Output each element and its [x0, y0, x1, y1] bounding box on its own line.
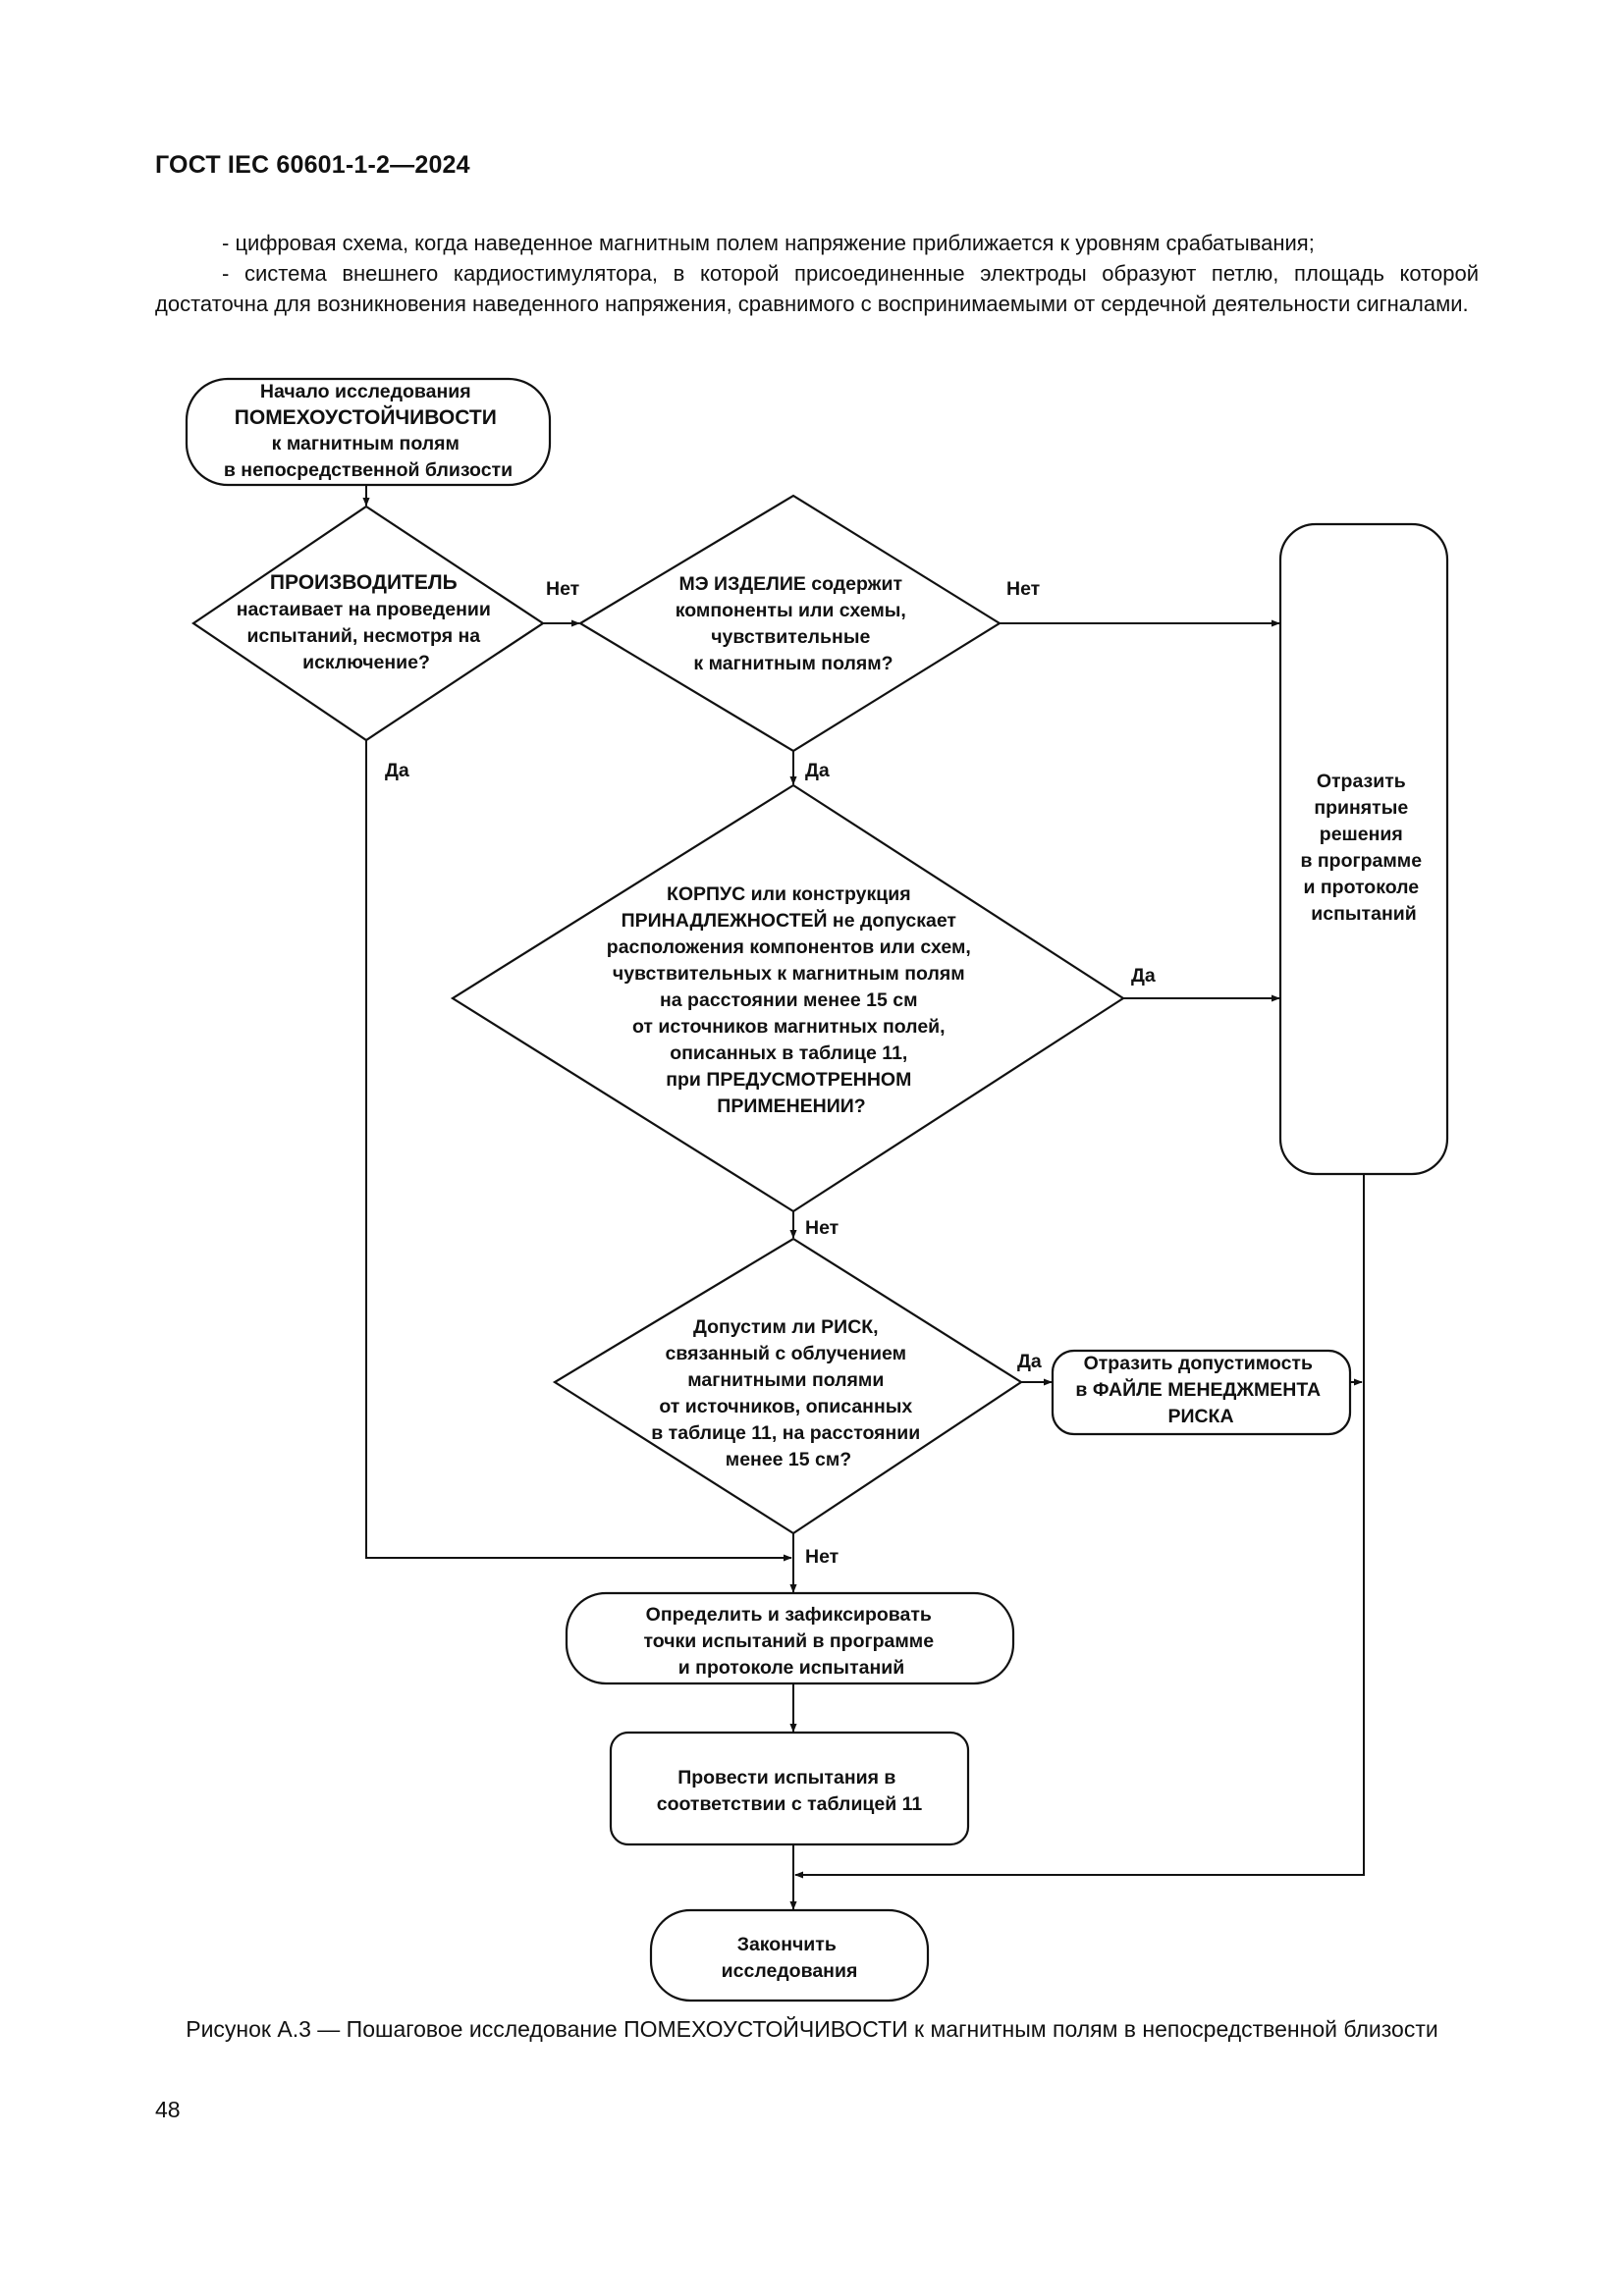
d2-line: чувствительные	[711, 626, 870, 648]
figure-caption: Рисунок А.3 — Пошаговое исследование ПОМ…	[186, 2016, 1438, 2042]
d4-line: менее 15 см?	[726, 1449, 851, 1470]
end-text: Закончить исследования	[722, 1934, 858, 1982]
define-line: точки испытаний в программе	[643, 1630, 934, 1652]
decision-me-equipment	[577, 494, 1002, 753]
start-text: Начало исследования ПОМЕХОУСТОЙЧИВОСТИ к…	[224, 381, 513, 481]
decision-manufacturer-text: ПРОИЗВОДИТЕЛЬ настаивает на проведении и…	[237, 571, 497, 673]
reflect-line: в программе	[1300, 850, 1422, 872]
d3-line: на расстоянии менее 15 см	[660, 989, 918, 1011]
perform-tests-box	[609, 1731, 970, 1846]
risk-line: РИСКА	[1167, 1406, 1233, 1427]
intro-paragraph-2: - система внешнего кардиостимулятора, в …	[155, 261, 1479, 316]
start-terminal	[185, 377, 552, 487]
end-line: Закончить	[737, 1934, 837, 1955]
d1-line: исключение?	[302, 652, 430, 673]
d3-line: КОРПУС или конструкция	[667, 883, 911, 905]
label-d4-yes: Да	[1017, 1351, 1042, 1372]
reflect-line: и протоколе	[1303, 877, 1419, 898]
reflect-line: решения	[1320, 824, 1403, 845]
d3-line: ПРИНАДЛЕЖНОСТЕЙ не допускает	[622, 908, 956, 932]
start-line: к магнитным полям	[272, 433, 460, 454]
d4-line: от источников, описанных	[659, 1396, 912, 1417]
reflect-line: испытаний	[1311, 903, 1416, 925]
d3-line: описанных в таблице 11,	[670, 1042, 907, 1064]
d2-line: МЭ ИЗДЕЛИЕ содержит	[679, 573, 903, 595]
reflect-decisions-box	[1278, 522, 1449, 1176]
decision-enclosure-text: КОРПУС или конструкция ПРИНАДЛЕЖНОСТЕЙ н…	[607, 883, 976, 1117]
test-line: соответствии с таблицей 11	[657, 1793, 923, 1815]
end-line: исследования	[722, 1960, 858, 1982]
d1-line: испытаний, несмотря на	[246, 625, 480, 647]
reflect-line: Отразить	[1317, 771, 1406, 792]
d4-line: связанный с облучением	[666, 1343, 907, 1364]
decision-me-equipment-text: МЭ ИЗДЕЛИЕ содержит компоненты или схемы…	[676, 573, 912, 674]
start-line: в непосредственной близости	[224, 459, 513, 481]
document-header: ГОСТ IEC 60601-1-2—2024	[155, 151, 470, 179]
d4-line: в таблице 11, на расстоянии	[651, 1422, 920, 1444]
risk-line: Отразить допустимость	[1084, 1353, 1313, 1374]
decision-risk-text: Допустим ли РИСК, связанный с облучением…	[651, 1316, 925, 1470]
perform-tests-text: Провести испытания в соответствии с табл…	[657, 1767, 923, 1815]
d4-line: Допустим ли РИСК,	[693, 1316, 879, 1338]
end-terminal	[649, 1908, 930, 2002]
reflect-decisions-text: Отразить принятые решения в программе и …	[1300, 771, 1427, 925]
reflect-line: принятые	[1314, 797, 1408, 819]
label-d2-no: Нет	[1006, 578, 1040, 600]
label-d1-yes: Да	[385, 760, 409, 781]
d1-line: ПРОИЗВОДИТЕЛЬ	[270, 571, 458, 594]
d1-line: настаивает на проведении	[237, 599, 491, 620]
label-d1-no: Нет	[546, 578, 579, 600]
d3-line: чувствительных к магнитным полям	[613, 963, 965, 985]
risk-line: в ФАЙЛЕ МЕНЕДЖМЕНТА	[1075, 1377, 1321, 1401]
page-number: 48	[155, 2097, 181, 2122]
d2-line: компоненты или схемы,	[676, 600, 906, 621]
d3-line: от источников магнитных полей,	[632, 1016, 946, 1038]
label-d2-yes: Да	[805, 760, 830, 781]
intro-paragraph-1: - цифровая схема, когда наведенное магни…	[222, 231, 1315, 255]
edge-reflect-end	[794, 1174, 1365, 1879]
edge-d1-yes-define	[365, 740, 792, 1562]
label-d4-no: Нет	[805, 1546, 839, 1568]
d3-line: при ПРЕДУСМОТРЕННОМ	[666, 1069, 911, 1091]
define-line: и протоколе испытаний	[678, 1657, 904, 1679]
d2-line: к магнитным полям?	[693, 653, 893, 674]
define-line: Определить и зафиксировать	[646, 1604, 932, 1626]
d3-line: ПРИМЕНЕНИИ?	[717, 1095, 865, 1117]
d3-line: расположения компонентов или схем,	[607, 936, 971, 958]
define-test-points-terminal	[565, 1591, 1015, 1685]
start-line: Начало исследования	[260, 381, 471, 402]
define-test-points-text: Определить и зафиксировать точки испытан…	[643, 1604, 939, 1679]
risk-file-text: Отразить допустимость в ФАЙЛЕ МЕНЕДЖМЕНТ…	[1075, 1353, 1326, 1427]
label-d3-yes: Да	[1131, 965, 1156, 987]
risk-file-box	[1051, 1349, 1352, 1436]
test-line: Провести испытания в	[677, 1767, 895, 1789]
label-d3-no: Нет	[805, 1217, 839, 1239]
decision-manufacturer	[191, 505, 545, 742]
start-line: ПОМЕХОУСТОЙЧИВОСТИ	[235, 405, 497, 429]
d4-line: магнитными полями	[687, 1369, 884, 1391]
intro-text: - цифровая схема, когда наведенное магни…	[155, 228, 1479, 319]
